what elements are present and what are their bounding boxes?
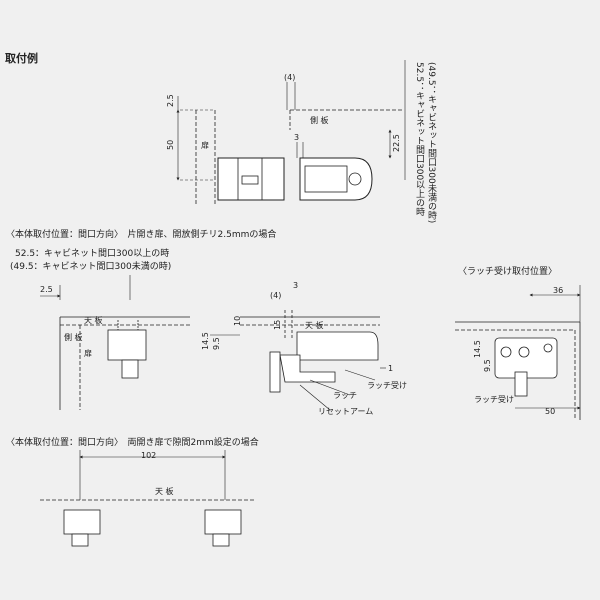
middle-center-dim-3: 3	[293, 281, 298, 290]
middle-right-dim-145: 14.5	[473, 340, 482, 358]
bottom-label-tenban: 天 板	[155, 486, 174, 496]
middle-right-label-latch-uke: ラッチ受け	[474, 394, 514, 404]
top-dim-50: 50	[166, 140, 175, 150]
middle-right-dim-36: 36	[553, 286, 563, 295]
middle-center-label-latch-uke: ラッチ受け	[367, 380, 407, 390]
middle-center-dim-10: 10	[233, 316, 242, 326]
middle-left-caption-3: (49.5：キャビネット間口300未満の時)	[10, 262, 172, 272]
middle-center-label-tenban: 天 板	[305, 320, 324, 330]
bottom-caption: 〈本体取付位置：間口方向〉 両開き扉で隙間2mm設定の場合	[6, 438, 259, 448]
top-view-note-2: (49.5：キャビネット間口300未満の時)	[426, 62, 436, 224]
middle-center-dim-1: 1	[388, 364, 393, 373]
top-view	[176, 60, 406, 205]
middle-right-view	[455, 285, 581, 420]
top-label-tobira: 扉	[201, 140, 209, 150]
middle-center-dim-145: 14.5	[201, 332, 210, 350]
top-view-note-1: 52.5：キャビネット間口300以上の時	[414, 62, 424, 217]
middle-left-caption-1: 〈本体取付位置：間口方向〉 片開き扉、開放側チリ2.5mmの場合	[6, 230, 277, 240]
top-dim-4: (4)	[284, 73, 295, 82]
middle-center-dim-4: (4)	[270, 291, 281, 300]
top-dim-25: 2.5	[166, 94, 175, 107]
middle-left-label-tenban: 天 板	[84, 315, 103, 325]
figure-title: 取付例	[5, 52, 38, 65]
middle-center-dim-15: 15	[273, 320, 282, 330]
bottom-dim-102: 102	[141, 451, 156, 460]
middle-center-label-latch: ラッチ	[333, 391, 357, 400]
bottom-view	[40, 450, 255, 547]
middle-left-caption-2: 52.5：キャビネット間口300以上の時	[15, 249, 170, 259]
middle-left-dim-25: 2.5	[40, 285, 53, 294]
middle-center-label-reset-arm: リセットアーム	[318, 407, 373, 416]
top-dim-3: 3	[294, 133, 299, 142]
middle-center-view	[210, 310, 386, 411]
middle-left-view	[40, 275, 190, 410]
top-label-sokuban: 側 板	[310, 115, 329, 125]
top-dim-225: 22.5	[392, 134, 401, 152]
middle-right-caption: 〈ラッチ受け取付位置〉	[458, 267, 558, 277]
middle-right-dim-95: 9.5	[483, 359, 492, 372]
middle-left-label-tobira: 扉	[84, 348, 92, 358]
middle-center-dim-95: 9.5	[212, 337, 221, 350]
middle-right-dim-50: 50	[545, 407, 555, 416]
middle-left-label-sokuban: 側 板	[64, 332, 83, 342]
